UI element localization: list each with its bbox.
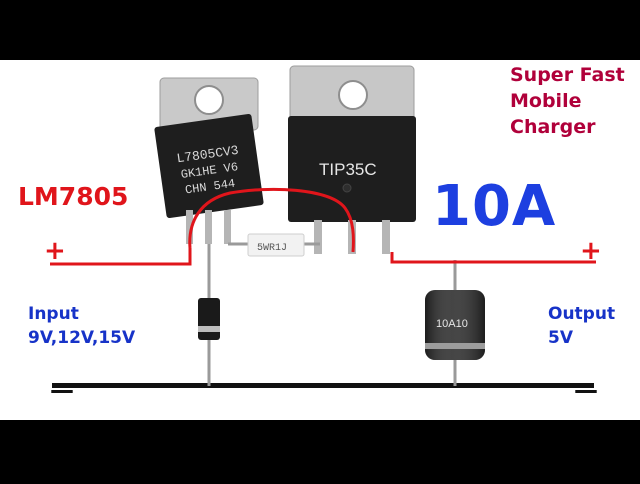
transistor-label: TIP35C — [319, 160, 377, 179]
title-line-2: Mobile — [510, 90, 582, 112]
ground-wire — [52, 383, 594, 388]
input-diode — [198, 298, 220, 340]
output-label: Output — [548, 304, 616, 324]
title-line-1: Super Fast — [510, 64, 625, 86]
resistor-label: 5WR1J — [257, 243, 287, 254]
output-label-block: Output 5V — [548, 302, 615, 350]
input-voltages: 9V,12V,15V — [28, 328, 136, 348]
output-diode-label: 10A10 — [436, 318, 468, 330]
input-negative-terminal: — — [50, 376, 74, 404]
power-resistor — [228, 233, 320, 257]
regulator-label: LM7805 — [18, 182, 129, 211]
input-positive-terminal: + — [44, 236, 66, 266]
current-rating-label: 10A — [432, 174, 557, 239]
output-voltage: 5V — [548, 328, 573, 348]
title-text: Super Fast Mobile Charger — [510, 62, 625, 140]
output-negative-terminal: — — [574, 376, 598, 404]
regulator-marking-3: CHN 544 — [184, 177, 236, 198]
title-line-3: Charger — [510, 116, 596, 138]
positive-wiring — [50, 187, 596, 266]
top-bar — [0, 0, 640, 60]
bottom-bar — [0, 420, 640, 480]
output-positive-terminal: + — [580, 236, 602, 266]
input-label: Input — [28, 304, 79, 324]
input-label-block: Input 9V,12V,15V — [28, 302, 135, 350]
output-diode — [425, 290, 485, 360]
